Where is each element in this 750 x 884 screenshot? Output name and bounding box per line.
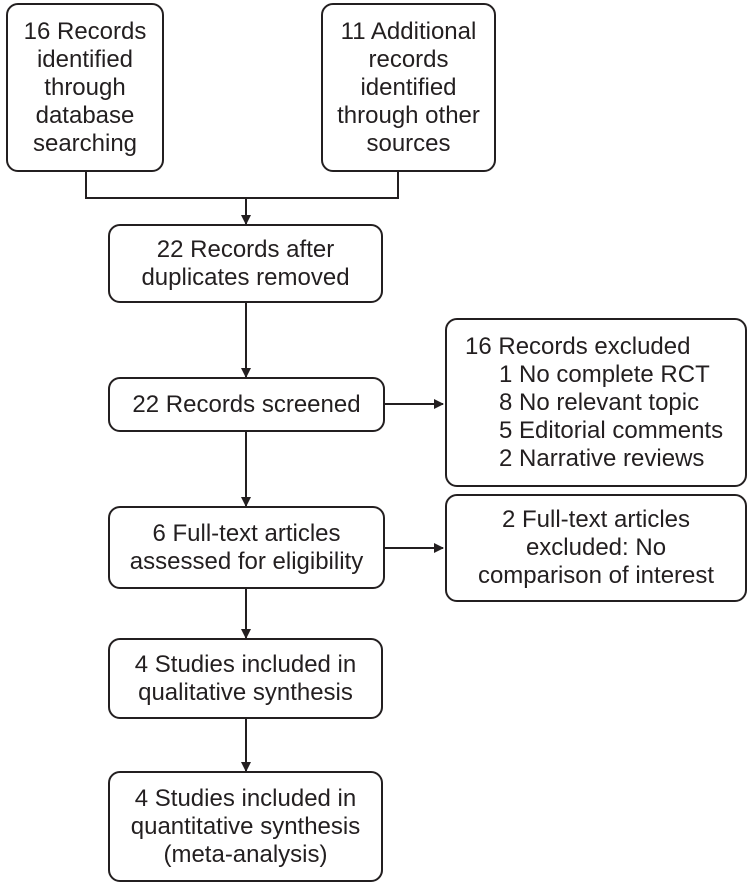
full-text-excluded-box: 2 Full-text articles excluded: No compar…: [445, 494, 747, 602]
quantitative-synthesis-box: 4 Studies included in quantitative synth…: [108, 771, 383, 882]
qualitative-synthesis-box: 4 Studies included in qualitative synthe…: [108, 638, 383, 719]
full-text-box: 6 Full-text articles assessed for eligib…: [108, 506, 385, 589]
merge-connector: [85, 172, 399, 199]
records-excluded-box: 16 Records excluded 1 No complete RCT 8 …: [445, 318, 747, 487]
other-records-box: 11 Additional records identified through…: [321, 3, 496, 172]
screened-box: 22 Records screened: [108, 377, 385, 432]
after-duplicates-box: 22 Records after duplicates removed: [108, 224, 383, 303]
db-records-box: 16 Records identified through database s…: [6, 3, 164, 172]
